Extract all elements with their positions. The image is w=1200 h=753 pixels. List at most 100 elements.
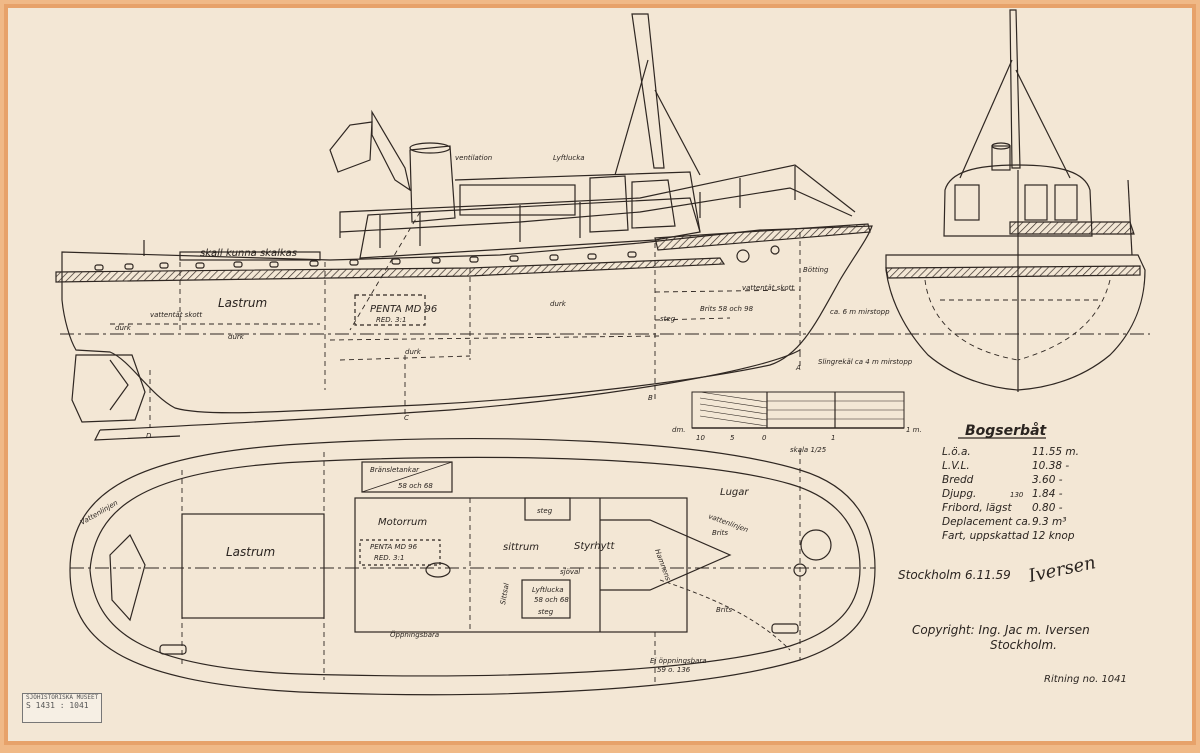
aft-hatch <box>179 251 321 261</box>
spec-value: 0.80 - <box>1032 502 1063 514</box>
internal-structure <box>110 211 801 428</box>
section-rail <box>885 265 1141 279</box>
deckhouse-roof <box>454 171 701 233</box>
scale-label: skala 1/25 <box>790 446 827 454</box>
plan-lastrum-label: Lastrum <box>226 545 275 559</box>
side-labels: skall kunna skalkas ventilation Lyftluck… <box>115 154 913 440</box>
copyright-line-2: Stockholm. <box>990 638 1057 652</box>
oppningsbara-1: Öppningsbara <box>390 630 439 639</box>
bransle-sub: 58 och 68 <box>398 482 433 490</box>
plan-labels: Vattenlinjen Lastrum Bränsletankar 58 oc… <box>79 466 749 674</box>
deckhouse-side <box>459 184 576 216</box>
steg-label: steg <box>660 315 676 323</box>
lastrum-label: Lastrum <box>218 296 267 310</box>
archive-stamp: SJÖHISTORISKA MUSEET S 1431 : 1041 <box>22 693 102 723</box>
keel-line <box>99 349 801 431</box>
oppningsbara-2: Ej öppningsbara <box>650 657 707 665</box>
section-a: A <box>795 364 801 372</box>
durk-label-1: durk <box>115 324 132 332</box>
styrhytt-label: Styrhytt <box>574 541 615 552</box>
engine-block <box>354 294 426 326</box>
sjoval-label: sjöval <box>560 568 580 576</box>
spec-label: Deplacement ca. <box>942 516 1031 528</box>
section-d: D <box>146 432 152 440</box>
drawing-number: Ritning no. 1041 <box>1044 674 1127 685</box>
durk-label-4: durk <box>550 300 567 308</box>
lyft-sub: 58 och 68 <box>534 596 569 604</box>
plan-steg-label: steg <box>537 507 553 515</box>
railing-top <box>339 164 856 238</box>
sittsal-label: Sittsal <box>499 582 511 605</box>
mast-stay <box>614 59 649 176</box>
section-c: C <box>404 414 409 422</box>
durk-label-3: durk <box>405 348 422 356</box>
spec-value: 12 knop <box>1032 530 1075 542</box>
lyftlucka-label: Lyftlucka <box>553 154 585 162</box>
lyft-steg: steg <box>538 608 554 616</box>
section-stay-1 <box>959 59 1013 179</box>
scuppers <box>94 251 637 271</box>
spec-value: 11.55 m. <box>1032 446 1079 458</box>
side-elevation <box>55 13 880 441</box>
spec-value: 1.84 - <box>1032 488 1063 500</box>
scale-tick-2: 0 <box>762 434 767 442</box>
bolting-label: Bötting <box>803 266 829 274</box>
plan-engine-red: RED. 3:1 <box>374 554 404 562</box>
spec-label: Fribord, lägst <box>942 502 1013 514</box>
spec-block: Bogserbåt L.ö.a.11.55 m.L.V.L.10.38 -Bre… <box>942 422 1079 542</box>
spec-label: Fart, uppskattad <box>942 530 1029 542</box>
scale-tick-1: 5 <box>730 434 735 442</box>
boom <box>654 89 701 176</box>
spec-label: L.V.L. <box>942 460 970 472</box>
plan-deckline <box>89 456 861 677</box>
stamp-line-1: SJÖHISTORISKA MUSEET <box>26 694 99 701</box>
bow-rail <box>654 223 871 251</box>
railing-posts <box>379 166 796 248</box>
brits-label: Brits 58 och 98 <box>700 305 754 313</box>
aft-fitting <box>109 533 146 622</box>
hatch-circle <box>800 529 832 561</box>
spec-label: L.ö.a. <box>942 446 971 458</box>
section-mast <box>1009 9 1021 169</box>
scale-end: 1 m. <box>906 426 922 434</box>
sittrum-label: sittrum <box>503 542 539 553</box>
section-stay-2 <box>1015 69 1071 179</box>
brits-plan-label: Brits <box>712 529 728 537</box>
funnel <box>409 145 456 223</box>
fuel-tank <box>361 461 453 493</box>
flywheel <box>425 562 451 578</box>
durk-label-2: durk <box>228 333 245 341</box>
spec-value: 9.3 m³ <box>1032 516 1066 528</box>
section-cabin <box>943 164 1093 237</box>
spec-note: 130 <box>1010 491 1024 499</box>
mast-note: ca. 6 m mirstopp <box>830 308 890 316</box>
plan-lift-hatch <box>521 579 571 619</box>
section-funnel-top <box>991 142 1011 150</box>
engine-room <box>354 497 688 633</box>
section-funnel <box>991 145 1011 171</box>
lugar-label: Lugar <box>720 487 749 498</box>
section-deck <box>1009 221 1135 235</box>
section-window-1 <box>954 184 980 221</box>
spec-value: 10.38 - <box>1032 460 1069 472</box>
plan-engine <box>359 539 441 566</box>
brits-plan-label-2: Brits <box>716 606 732 614</box>
copyright-line-1: Copyright: Ing. Jac m. Iversen <box>912 623 1090 637</box>
wheelhouse-outline <box>600 519 732 591</box>
scale-labels: dm. 1 m. 10 5 0 1 skala 1/25 <box>672 426 922 454</box>
spec-label: Djupg. <box>942 488 976 500</box>
oppningsbara-2-sub: 59 o. 136 <box>657 666 691 674</box>
side-engine-label: PENTA MD 96 <box>370 304 437 315</box>
side-engine-red: RED. 3:1 <box>376 316 406 324</box>
body-section <box>880 9 1150 392</box>
skeg <box>94 429 181 441</box>
mast <box>631 13 665 169</box>
porthole <box>736 249 750 263</box>
vattentat-skott-fwd-label: vattentät skott <box>742 284 794 292</box>
section-window-2 <box>1024 184 1048 221</box>
rail-note: Slingrekäl ca 4 m mirstopp <box>818 358 913 366</box>
bransletankar-label: Bränsletankar <box>370 466 420 474</box>
spec-title: Bogserbåt <box>965 422 1048 439</box>
